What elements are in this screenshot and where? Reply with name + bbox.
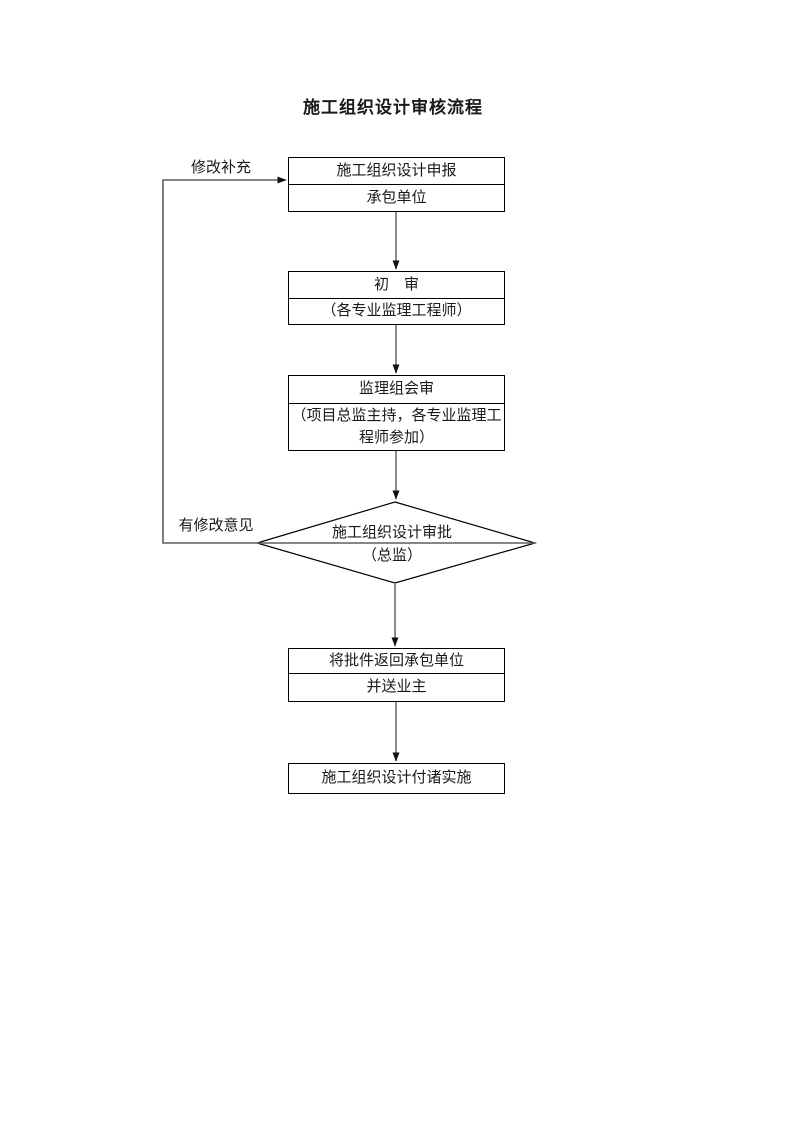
node-shenbao-line1: 施工组织设计申报 bbox=[289, 158, 504, 185]
feedback-arrow bbox=[162, 176, 535, 544]
node-shenbao: 施工组织设计申报 承包单位 bbox=[288, 157, 505, 212]
node-huishen-line1: 监理组会审 bbox=[289, 376, 504, 404]
page-title: 施工组织设计审核流程 bbox=[303, 98, 483, 117]
node-huishen: 监理组会审 （项目总监主持，各专业监理工程师参加） bbox=[288, 375, 505, 451]
node-shishi: 施工组织设计付诸实施 bbox=[288, 763, 505, 794]
node-shenpi-line2: （总监） bbox=[361, 548, 422, 564]
node-shenbao-line2: 承包单位 bbox=[366, 189, 427, 206]
node-chushen-line2: （各专业监理工程师） bbox=[321, 303, 472, 319]
node-chushen-line1: 初 审 bbox=[289, 272, 504, 299]
node-fanhui: 将批件返回承包单位 并送业主 bbox=[288, 648, 505, 702]
node-fanhui-line1: 将批件返回承包单位 bbox=[289, 649, 504, 674]
node-chushen: 初 审 （各专业监理工程师） bbox=[288, 271, 505, 325]
node-huishen-line2: （项目总监主持，各专业监理工程师参加） bbox=[291, 408, 502, 446]
edge-label-has-comments: 有修改意见 bbox=[178, 518, 254, 534]
node-fanhui-line2: 并送业主 bbox=[366, 679, 427, 695]
edge-label-modify: 修改补充 bbox=[190, 160, 252, 176]
node-shenpi: 施工组织设计审批 （总监） bbox=[272, 522, 512, 568]
node-shenpi-line1: 施工组织设计审批 bbox=[331, 525, 452, 541]
node-shishi-line1: 施工组织设计付诸实施 bbox=[321, 770, 472, 786]
